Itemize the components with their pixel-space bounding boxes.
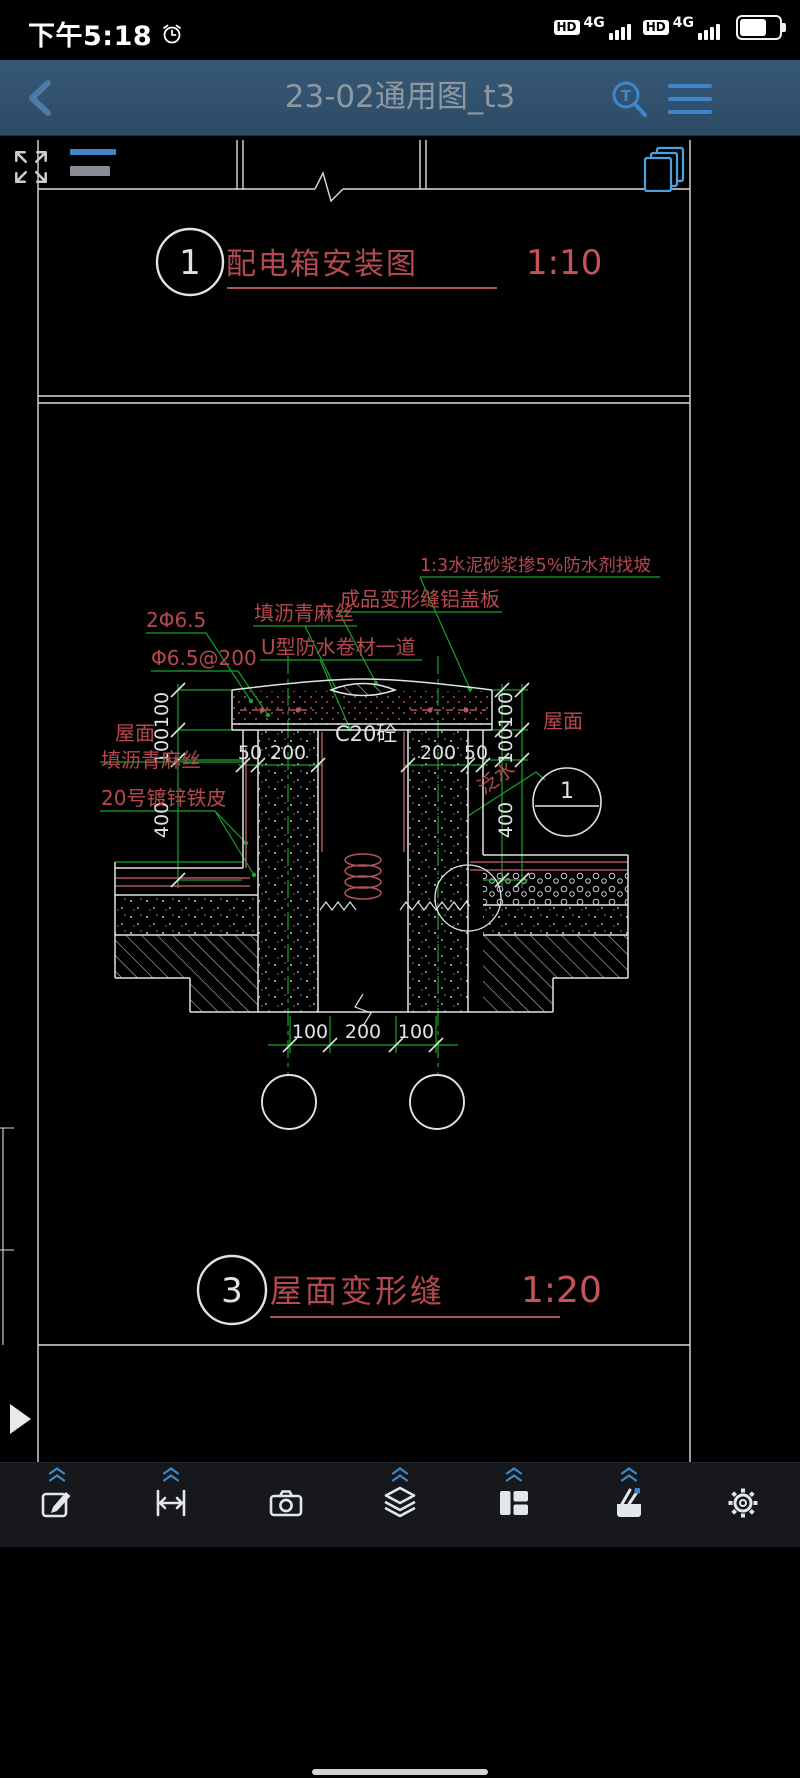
- detail1-titleblock: 1 配电箱安装图 1:10: [155, 227, 602, 297]
- label-u-membrane: U型防水卷材一道: [261, 635, 416, 659]
- detail1-title: 配电箱安装图: [226, 247, 418, 282]
- signal-bars-icon: [608, 24, 631, 40]
- svg-text:200: 200: [345, 1021, 381, 1043]
- fullscreen-icon[interactable]: [10, 146, 52, 188]
- dimension-texts: 100 100 400 100 100 400 50 200 200 50 10…: [151, 692, 517, 1043]
- nav-bar: 23-02通用图_t3 T: [0, 60, 800, 136]
- alarm-icon: [163, 24, 182, 43]
- cad-canvas[interactable]: 1 配电箱安装图 1:10: [0, 135, 800, 1468]
- label-slope: 1:3水泥砂浆掺5%防水剂找坡: [420, 556, 651, 576]
- page-title: 23-02通用图_t3: [284, 79, 516, 115]
- layer-color-bars[interactable]: [70, 149, 116, 176]
- tool-toolbox-button[interactable]: [571, 1463, 685, 1547]
- measure-icon: [157, 1489, 186, 1517]
- signal-group-2: HD 4G: [642, 15, 720, 40]
- text-search-icon[interactable]: T: [608, 78, 650, 120]
- structure-lines: [114, 678, 629, 1027]
- layers-icon: [384, 1486, 416, 1518]
- network-type: 4G: [583, 15, 605, 31]
- detail3-titleblock: 3 屋面变形缝 1:20: [196, 1254, 602, 1326]
- label-zinc-sheet: 20号镀锌铁皮: [101, 786, 226, 810]
- menu-icon[interactable]: [668, 84, 712, 114]
- sheets-icon[interactable]: [640, 144, 688, 192]
- label-concrete: C20砼: [335, 722, 397, 746]
- home-indicator[interactable]: [312, 1769, 488, 1775]
- next-page-arrow[interactable]: [10, 1404, 31, 1434]
- tool-camera-button[interactable]: [229, 1463, 343, 1547]
- status-bar: 下午5:18 HD 4G HD 4G: [0, 0, 800, 60]
- signal-group-1: HD 4G: [553, 15, 631, 40]
- back-button[interactable]: [22, 78, 62, 118]
- label-asphalt-top: 填沥青麻丝: [254, 601, 354, 625]
- sheet-frame: [0, 140, 691, 1462]
- layout-icon: [500, 1491, 529, 1515]
- camera-icon: [269, 1490, 303, 1517]
- centerlines: [287, 656, 439, 1074]
- hd-badge: HD: [642, 20, 669, 35]
- toolbox-icon: [616, 1488, 641, 1517]
- expand-chevrons-icon: [49, 1467, 66, 1482]
- svg-text:50: 50: [464, 742, 488, 764]
- svg-text:200: 200: [270, 742, 306, 764]
- svg-text:T: T: [621, 87, 632, 105]
- callout-number: 1: [560, 779, 574, 804]
- svg-text:100: 100: [495, 692, 517, 728]
- red-layers: [115, 707, 628, 900]
- signal-bars-icon: [698, 24, 720, 40]
- label-rebar-200: Φ6.5@200: [151, 646, 257, 670]
- tool-edit-button[interactable]: [0, 1463, 114, 1547]
- clock-time: 下午5:18: [28, 21, 153, 52]
- hd-badge: HD: [553, 20, 580, 35]
- svg-text:50: 50: [238, 742, 262, 764]
- network-type: 4G: [672, 15, 694, 31]
- detail1-scale: 1:10: [526, 243, 602, 283]
- svg-text:100: 100: [292, 1021, 328, 1043]
- detail1-number: 1: [179, 243, 201, 283]
- battery-icon: [736, 15, 786, 40]
- tool-layers-button[interactable]: [343, 1463, 457, 1547]
- svg-text:100: 100: [151, 692, 173, 728]
- svg-text:400: 400: [495, 802, 517, 838]
- expand-chevrons-icon: [163, 1467, 180, 1482]
- leader-lines: [100, 576, 660, 878]
- expand-chevrons-icon: [506, 1467, 523, 1482]
- detail3-scale: 1:20: [521, 1270, 602, 1311]
- bottom-toolbar: [0, 1462, 800, 1547]
- detail3-title: 屋面变形缝: [270, 1272, 445, 1310]
- svg-text:400: 400: [151, 802, 173, 838]
- dimension-ticks: [170, 682, 530, 1053]
- label-roof-right: 屋面: [543, 709, 583, 733]
- expand-chevrons-icon: [391, 1467, 409, 1482]
- joint-spring-symbol: [344, 853, 382, 900]
- label-rebar-2: 2Φ6.5: [146, 608, 206, 632]
- detail3-number: 3: [221, 1271, 243, 1311]
- edit-icon: [41, 1492, 71, 1518]
- grid-bubbles: [261, 767, 602, 1130]
- detail3-drawing: 1 100 100 400 100 100 400 50 200 200 50 …: [100, 556, 660, 1130]
- label-cover-plate: 成品变形缝铝盖板: [340, 587, 500, 611]
- label-roof-left: 屋面: [115, 721, 155, 745]
- tool-measure-button[interactable]: [114, 1463, 228, 1547]
- settings-gear-icon: [728, 1488, 758, 1518]
- tool-settings-button[interactable]: [686, 1463, 800, 1547]
- svg-text:100: 100: [398, 1021, 434, 1043]
- label-asphalt-left: 填沥青麻丝: [101, 748, 201, 772]
- svg-text:200: 200: [420, 742, 456, 764]
- tool-layout-button[interactable]: [457, 1463, 571, 1547]
- expand-chevrons-icon: [620, 1467, 637, 1482]
- svg-text:100: 100: [495, 728, 517, 764]
- svg-text:100: 100: [151, 728, 173, 764]
